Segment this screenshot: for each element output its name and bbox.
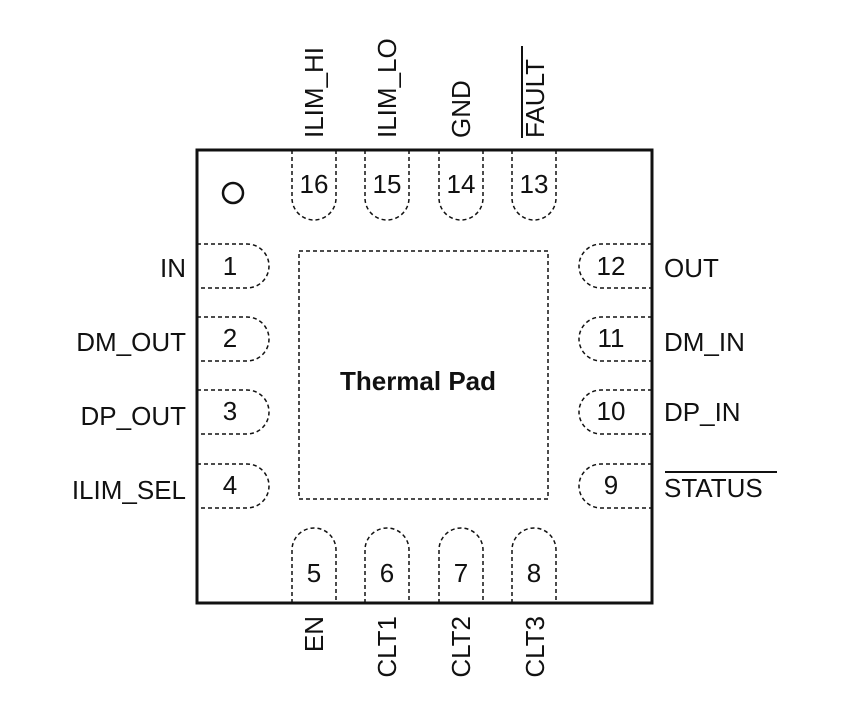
pin-15: 15 ILIM_LO [364, 38, 410, 221]
pin-number: 11 [598, 323, 625, 353]
pin-name: ILIM_HI [299, 47, 329, 138]
pin-9: 9 STATUS [578, 463, 777, 509]
pad-outline [578, 463, 652, 509]
pin-name: DM_IN [664, 327, 745, 357]
pin-number: 3 [223, 396, 237, 426]
pin-number: 10 [597, 396, 626, 426]
pin-number: 14 [447, 169, 476, 199]
pin-10: 10 DP_IN [578, 389, 741, 435]
pad-outline [291, 527, 337, 603]
pad-outline [197, 463, 270, 509]
pin-number: 4 [223, 470, 237, 500]
pin-name: ILIM_SEL [72, 475, 186, 505]
pin-name: STATUS [664, 473, 763, 503]
pad-outline [364, 527, 410, 603]
pin-16: 16 ILIM_HI [291, 47, 337, 221]
pin-8: 8 CLT3 [511, 527, 557, 678]
pin-2: 2 DM_OUT [76, 316, 270, 362]
pad-outline [578, 316, 652, 362]
pin-7: 7 CLT2 [438, 527, 484, 678]
pin-name: FAULT [520, 59, 550, 138]
pin-3: 3 DP_OUT [81, 389, 270, 435]
pin-1: 1 IN [160, 243, 270, 289]
pin-number: 12 [597, 251, 626, 281]
pin-name: GND [446, 80, 476, 138]
pin-name: CLT3 [520, 616, 550, 678]
package-outline [195, 148, 654, 605]
pin-number: 1 [223, 251, 237, 281]
pin-name: DM_OUT [76, 327, 186, 357]
pin-number: 15 [373, 169, 402, 199]
thermal-pad-outline [298, 250, 549, 500]
pin-14: 14 GND [438, 80, 484, 221]
pin-name: IN [160, 253, 186, 283]
pad-outline [197, 243, 270, 289]
pin-number: 2 [223, 323, 237, 353]
pin-name: ILIM_LO [372, 38, 402, 138]
pin-4: 4 ILIM_SEL [72, 463, 270, 509]
pin-number: 7 [454, 558, 468, 588]
pin-name: DP_IN [664, 397, 741, 427]
pin-13: 13 FAULT [511, 46, 557, 221]
pad-outline [578, 243, 652, 289]
pad-outline [438, 527, 484, 603]
pin-number: 16 [300, 169, 329, 199]
pin-name: CLT2 [446, 616, 476, 678]
pin-11: 11 DM_IN [578, 316, 745, 362]
pin-12: 12 OUT [578, 243, 719, 289]
pin-number: 9 [604, 470, 618, 500]
pin1-marker-icon [221, 181, 245, 205]
thermal-pad-label: Thermal Pad [340, 366, 496, 396]
pin-number: 13 [520, 169, 549, 199]
pin-name: OUT [664, 253, 719, 283]
pad-outline [511, 527, 557, 603]
pad-outline [197, 316, 270, 362]
pin-6: 6 CLT1 [364, 527, 410, 678]
pin-name: DP_OUT [81, 401, 187, 431]
pin-name: CLT1 [372, 616, 402, 678]
pin-5: 5 EN [291, 527, 337, 652]
pin-number: 8 [527, 558, 541, 588]
pin-name: EN [299, 616, 329, 652]
pad-outline [197, 389, 270, 435]
pad-outline [578, 389, 652, 435]
pin-number: 5 [307, 558, 321, 588]
pin-number: 6 [380, 558, 394, 588]
